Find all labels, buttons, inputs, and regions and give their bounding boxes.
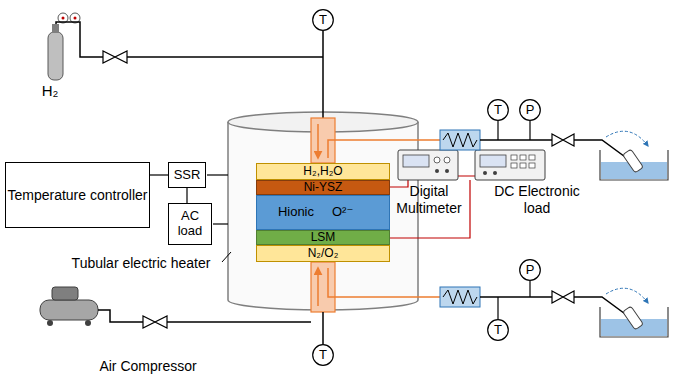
node-text: Temperature controller — [7, 187, 147, 203]
part-label: H₂ — [30, 82, 70, 100]
control-wire — [150, 174, 168, 175]
leader-line — [222, 252, 231, 262]
part-label: DC Electronic load — [488, 183, 586, 217]
anode-layer: Ni-YSZ — [256, 180, 390, 195]
node-text: T — [494, 103, 502, 118]
node-text: T — [319, 13, 327, 28]
node-text: N₂/O₂ — [308, 247, 339, 261]
digital-multimeter — [398, 150, 458, 180]
node-text: P — [526, 263, 535, 278]
node-text: AC load — [169, 209, 211, 239]
hydrogen-bottle — [48, 13, 323, 80]
control-wire — [186, 188, 187, 203]
pressure-gauge-circle: P — [519, 259, 541, 281]
node-text: SSR — [174, 168, 201, 183]
node-text: H₂,H₂O — [303, 165, 342, 179]
thermocouple-circle: T — [312, 9, 334, 31]
pressure-gauge-circle: P — [519, 99, 541, 121]
electrolyte-layer: Hionic O²⁻ — [256, 195, 390, 230]
node-text: T — [319, 348, 327, 363]
node-text: P — [526, 103, 535, 118]
dc-electronic-load — [475, 150, 545, 180]
node-text: LSM — [311, 231, 336, 245]
thermocouple-circle: T — [312, 344, 334, 366]
thermocouple-circle: T — [487, 99, 509, 121]
node-text: Hionic — [257, 205, 314, 220]
cathode-layer: LSM — [256, 230, 390, 245]
node-text: T — [494, 323, 502, 338]
part-label: Digital Multimeter — [392, 183, 466, 217]
node-text: Ni-YSZ — [304, 181, 343, 195]
controller-box: Temperature controller — [5, 162, 150, 228]
anode-outlet — [440, 121, 668, 180]
ssr-box: SSR — [168, 162, 206, 188]
part-label: Air Compressor — [88, 358, 208, 375]
air-compressor — [40, 287, 311, 328]
thermocouple-circle: T — [487, 319, 509, 341]
part-label: Tubular electric heater — [60, 255, 222, 272]
fuel-layer: H₂,H₂O — [256, 163, 390, 180]
cell-wires — [390, 176, 485, 238]
cathode-outlet — [440, 281, 668, 337]
air-layer: N₂/O₂ — [256, 245, 390, 262]
ac-load-box: AC load — [168, 203, 212, 245]
node-text: O²⁻ — [332, 205, 389, 220]
